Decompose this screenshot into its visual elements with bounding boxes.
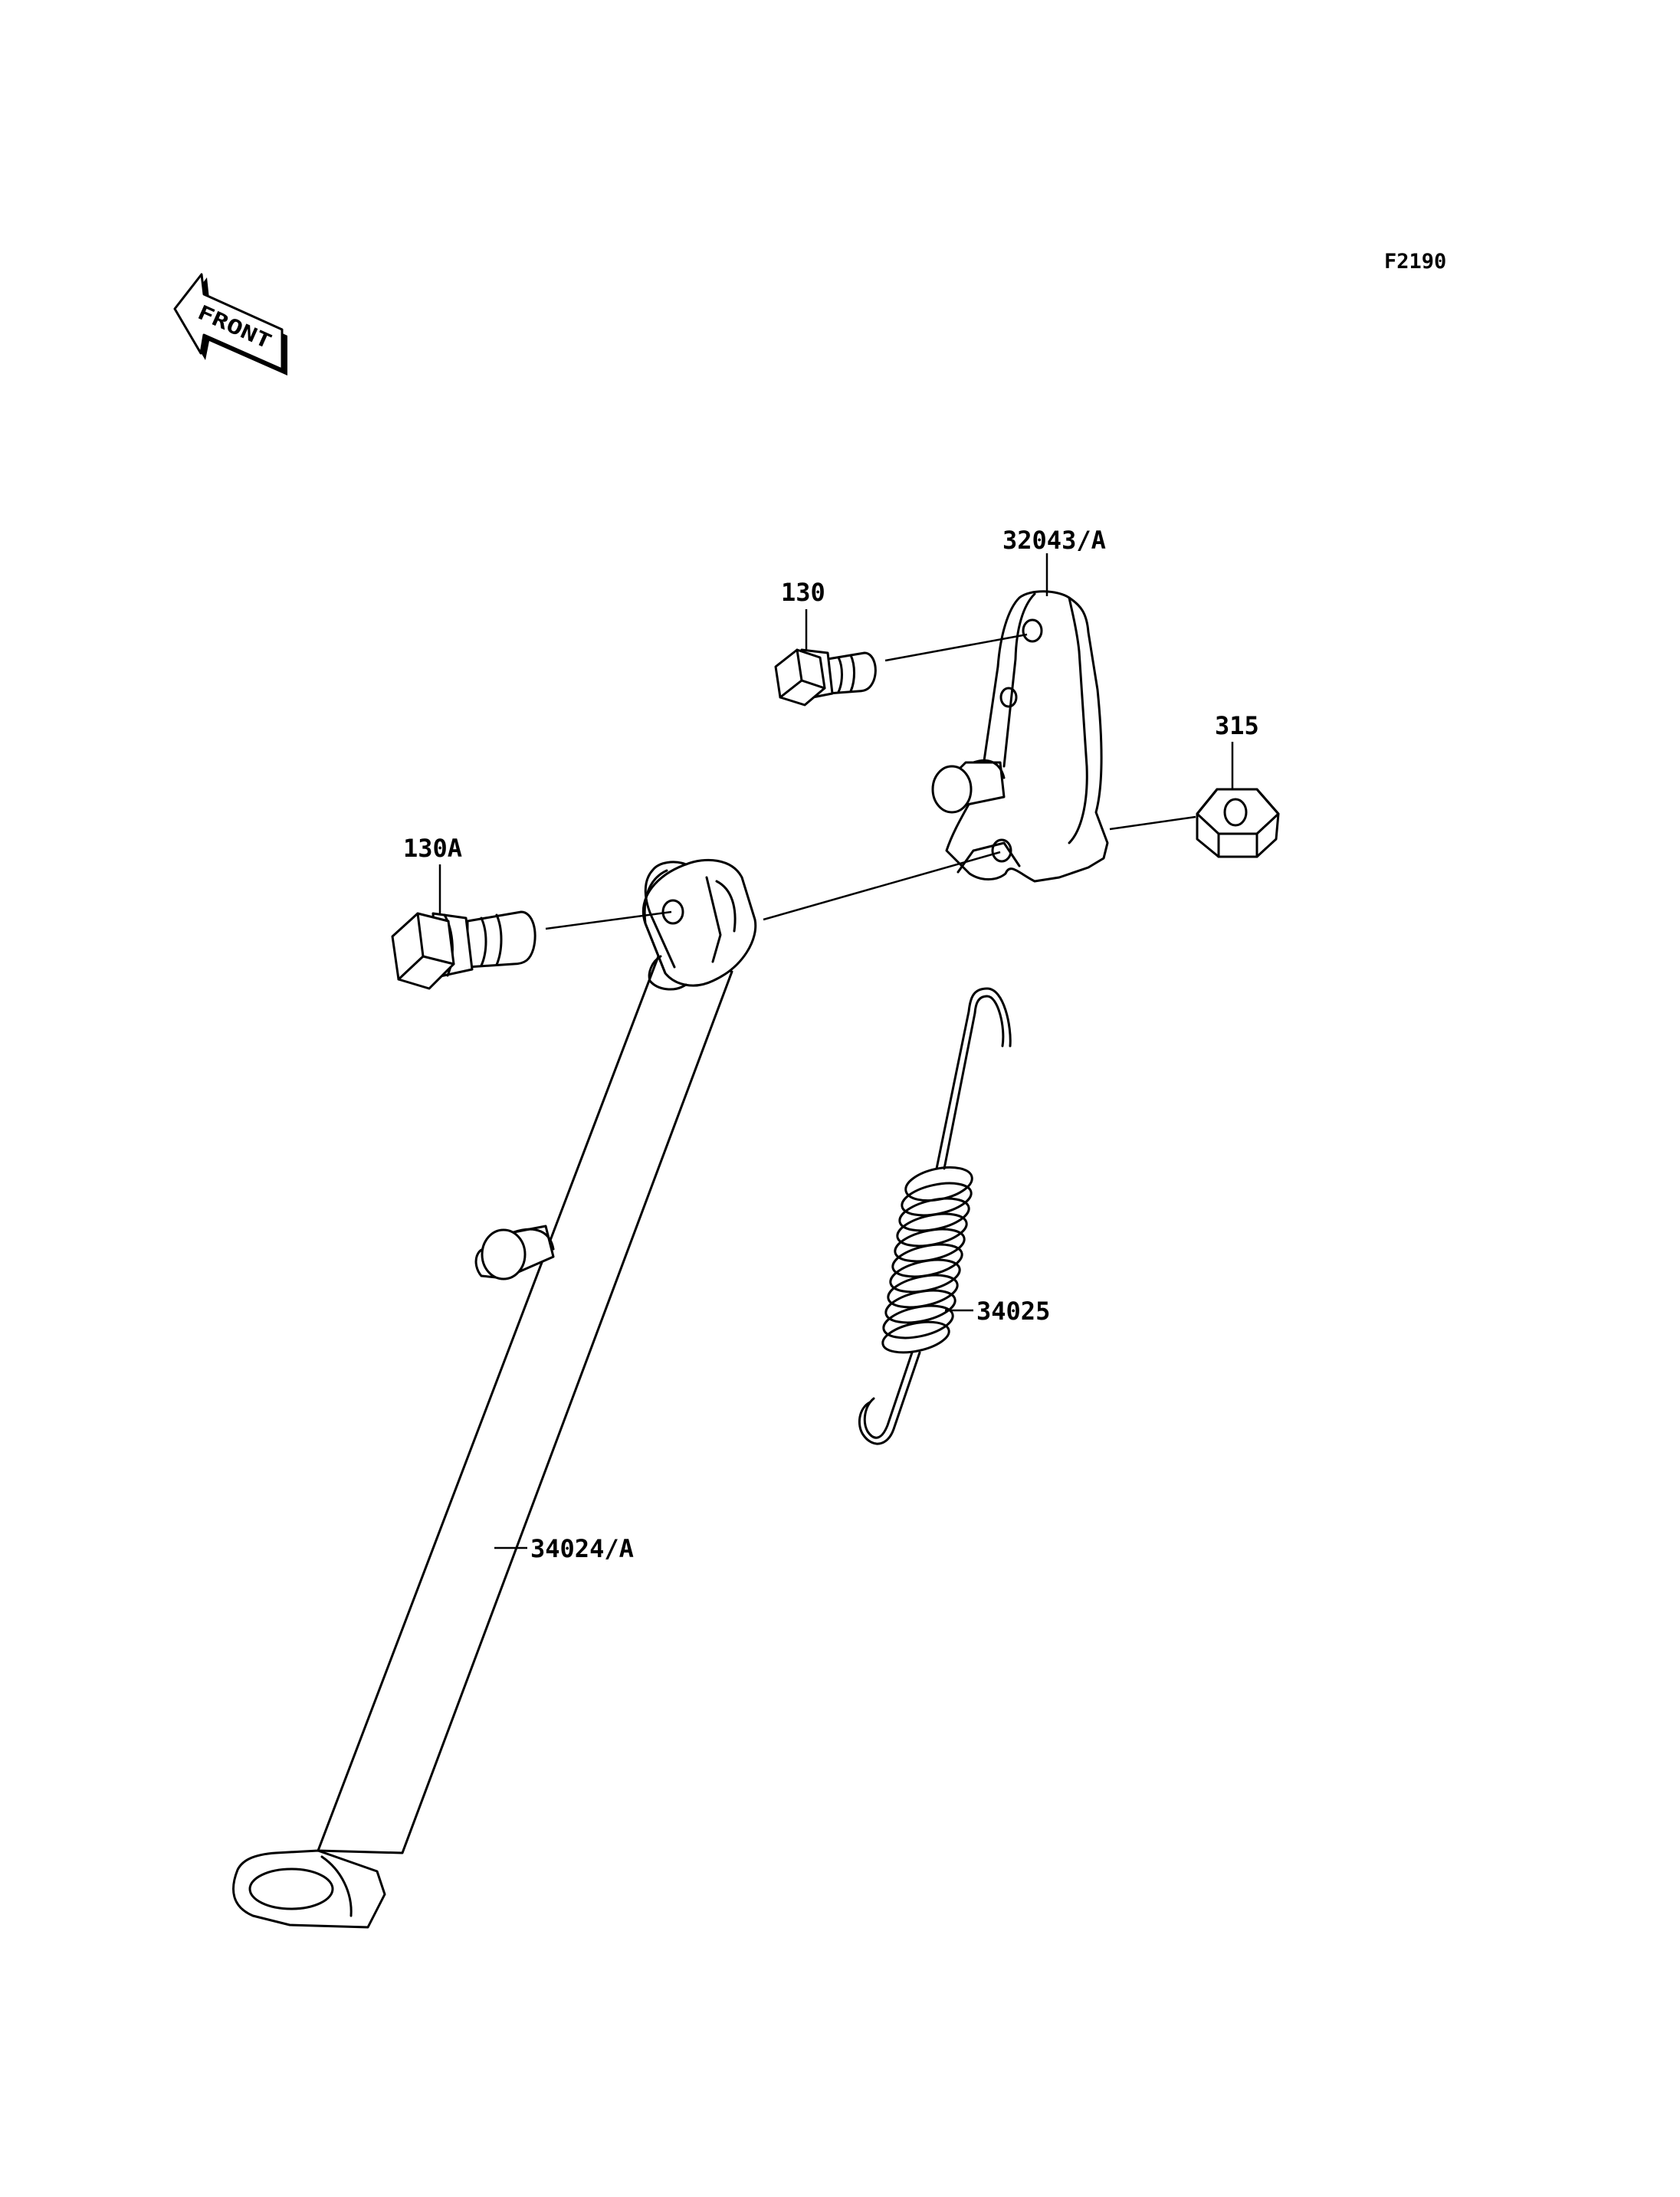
callouts: 32043/A 130 315 130A 34025 34024/A	[403, 526, 1259, 1563]
callout-130A: 130A	[403, 834, 462, 863]
spring-coils	[881, 1166, 973, 1354]
bolt-130	[774, 648, 877, 707]
stand-bracket	[931, 590, 1109, 883]
bolt-130A	[391, 910, 536, 990]
callout-34025: 34025	[976, 1297, 1050, 1326]
front-direction-arrow: FRONT	[173, 273, 287, 375]
side-stand	[232, 858, 757, 1929]
callout-32043A: 32043/A	[1002, 526, 1106, 555]
spring-34025	[858, 987, 1012, 1445]
callout-34024A: 34024/A	[530, 1534, 634, 1563]
leader-lines	[438, 553, 1234, 1549]
figure-code: F2190	[1384, 250, 1446, 274]
callout-130: 130	[781, 578, 825, 607]
callout-315: 315	[1215, 711, 1259, 740]
nut-315	[1196, 788, 1280, 858]
